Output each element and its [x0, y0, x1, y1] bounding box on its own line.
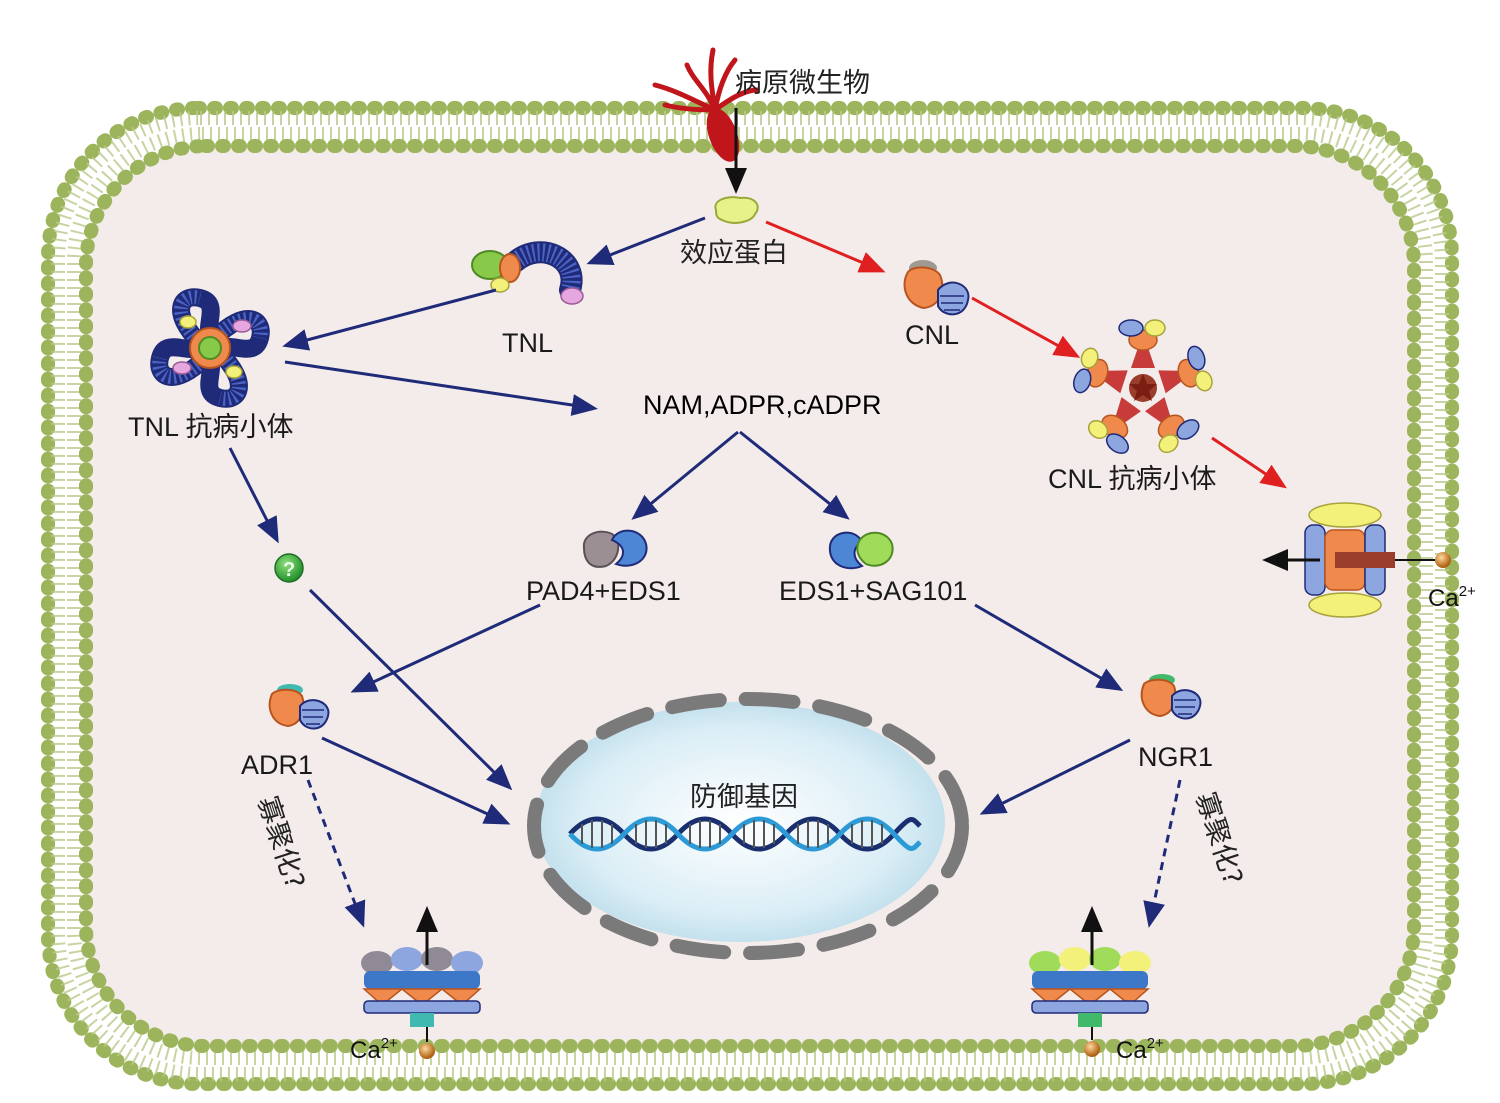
ngr1-label: NGR1	[1138, 742, 1213, 772]
tnl-to-resistosome-arrow	[282, 288, 497, 351]
calcium-ion-icon	[1435, 552, 1451, 568]
question-icon: ?	[274, 553, 304, 583]
pad4-eds1-icon	[582, 529, 648, 568]
pad4-to-adr1-arrow	[350, 603, 541, 693]
question-mark: ?	[283, 559, 295, 581]
eds1-sag101-icon	[828, 531, 894, 570]
pad4-eds1-label: PAD4+EDS1	[526, 576, 681, 606]
calcium-ion-icon-left	[419, 1043, 435, 1059]
unknown-to-nucleus-arrow	[308, 588, 513, 791]
metabolites-to-pad4-arrow	[631, 430, 739, 520]
resistosome-to-metabolites-arrow	[284, 360, 598, 416]
effector-to-cnl-arrow	[765, 220, 886, 273]
cnl-to-resistosome-arrow	[971, 296, 1081, 358]
calcium-label-left-base: Ca	[350, 1037, 381, 1064]
cnl-resistosome-label: CNL 抗病小体	[1048, 464, 1217, 494]
pathogen-icon	[652, 47, 760, 162]
calcium-label-right-bottom: Ca2+	[1116, 1035, 1164, 1064]
resistosome-to-unknown-arrow	[228, 447, 279, 544]
adr1-oligomerization-arrow	[306, 779, 366, 928]
sag101-to-ngr1-arrow	[974, 603, 1124, 692]
calcium-label-right-base: Ca	[1428, 585, 1459, 612]
effector-protein-icon	[714, 196, 759, 224]
calcium-label-right-bottom-sup: 2+	[1147, 1035, 1164, 1052]
calcium-label-right: Ca2+	[1428, 583, 1476, 612]
dna-icon	[568, 816, 922, 852]
cnl-resistosome-icon	[1070, 319, 1216, 458]
pathogen-label: 病原微生物	[735, 68, 870, 99]
adr1-label: ADR1	[241, 750, 313, 780]
ngr1-to-nucleus-arrow	[979, 738, 1131, 815]
ngr1-calcium-channel-icon	[1029, 947, 1151, 1027]
eds1-sag101-label: EDS1+SAG101	[779, 576, 967, 606]
nucleus	[527, 692, 969, 960]
calcium-label-right-bottom-base: Ca	[1116, 1037, 1147, 1064]
calcium-label-left-sup: 2+	[381, 1035, 398, 1052]
calcium-channel-icon	[1304, 502, 1395, 618]
adr1-to-nucleus-arrow	[321, 736, 511, 825]
defense-genes-label: 防御基因	[690, 782, 798, 813]
ngr1-protein-icon	[1140, 674, 1202, 720]
ngr1-oligomerization-arrow	[1143, 779, 1182, 928]
adr1-protein-icon	[268, 684, 330, 730]
cnl-protein-icon	[903, 260, 970, 316]
tnl-protein-icon	[471, 241, 584, 305]
tnl-label: TNL	[502, 328, 553, 358]
effector-to-tnl-arrow	[586, 216, 706, 265]
calcium-label-left: Ca2+	[350, 1035, 398, 1064]
adr1-calcium-channel-icon	[361, 947, 483, 1027]
metabolites-label: NAM,ADPR,cADPR	[643, 390, 882, 420]
effector-label: 效应蛋白	[680, 238, 788, 269]
cnl-resistosome-to-membrane-arrow	[1211, 436, 1287, 489]
calcium-ion-icon-right-bottom	[1084, 1041, 1100, 1057]
cnl-label: CNL	[905, 320, 959, 350]
tnl-resistosome-icon	[150, 288, 270, 408]
metabolites-to-sag101-arrow	[739, 430, 850, 520]
tnl-resistosome-label: TNL 抗病小体	[128, 412, 294, 442]
calcium-label-right-sup: 2+	[1459, 583, 1476, 600]
